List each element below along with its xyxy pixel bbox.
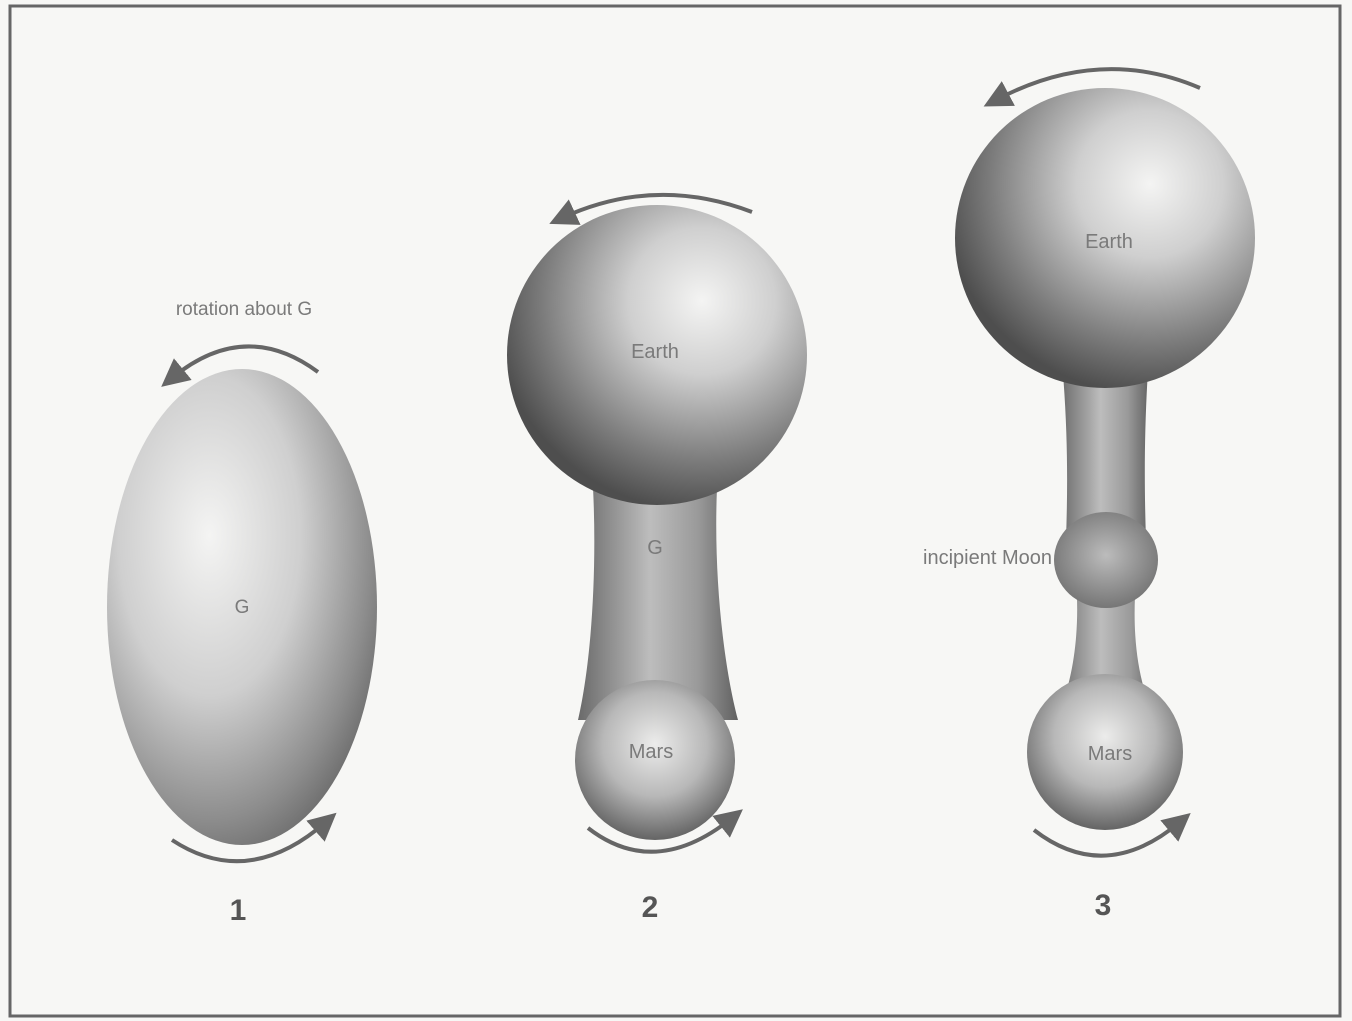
stage-number: 2: [642, 891, 659, 924]
earth-label: Earth: [1085, 231, 1133, 253]
incipient-moon-bulb: [1054, 512, 1158, 608]
center-of-mass-label: G: [235, 597, 250, 618]
rotation-caption: rotation about G: [176, 299, 312, 320]
earth-label: Earth: [631, 341, 679, 363]
incipient-moon-label: incipient Moon: [923, 547, 1052, 569]
center-of-mass-label: G: [647, 537, 663, 559]
stage-number: 1: [230, 894, 247, 927]
stage-number: 3: [1095, 889, 1112, 922]
mars-label: Mars: [629, 741, 673, 763]
mars-label: Mars: [1088, 743, 1132, 765]
